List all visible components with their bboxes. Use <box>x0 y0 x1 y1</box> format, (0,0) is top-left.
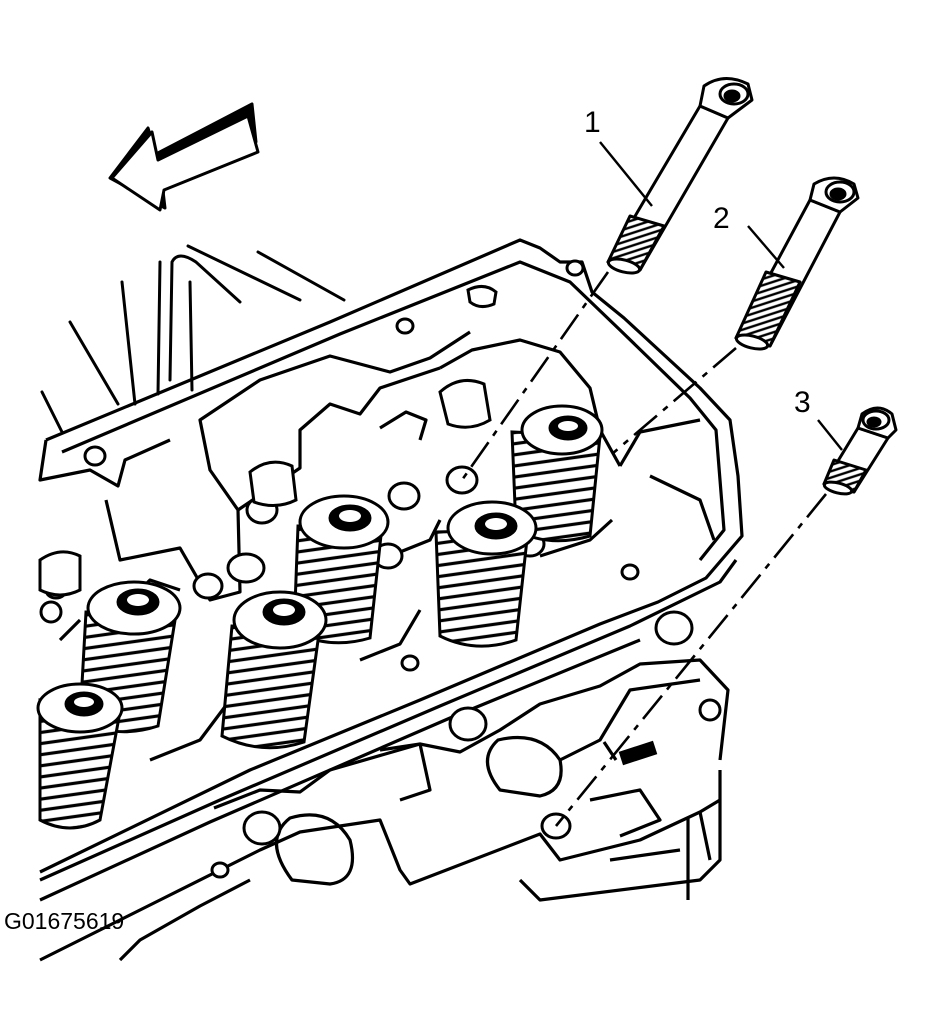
valve-spring <box>220 590 328 750</box>
cylinder-head-body <box>38 238 744 962</box>
rocker-pedestals <box>38 285 498 597</box>
callout-2: 2 <box>713 202 730 235</box>
figure-id: G01675619 <box>4 908 125 934</box>
alignment-lines <box>460 271 828 827</box>
bolt-holes <box>39 259 722 879</box>
bolts <box>606 77 898 496</box>
bolt-3 <box>822 406 898 496</box>
bolt-1 <box>606 77 754 275</box>
callout-1: 1 <box>584 106 601 139</box>
valve-spring <box>434 500 538 648</box>
engine-block-background <box>40 244 346 434</box>
valve-spring <box>510 404 604 543</box>
bolt-2 <box>734 176 860 351</box>
direction-arrow <box>108 102 260 212</box>
valve-springs <box>36 404 604 830</box>
locator-tab <box>618 740 658 766</box>
callout-leaders <box>599 141 843 451</box>
valve-spring <box>36 682 124 830</box>
callout-3: 3 <box>794 386 811 419</box>
